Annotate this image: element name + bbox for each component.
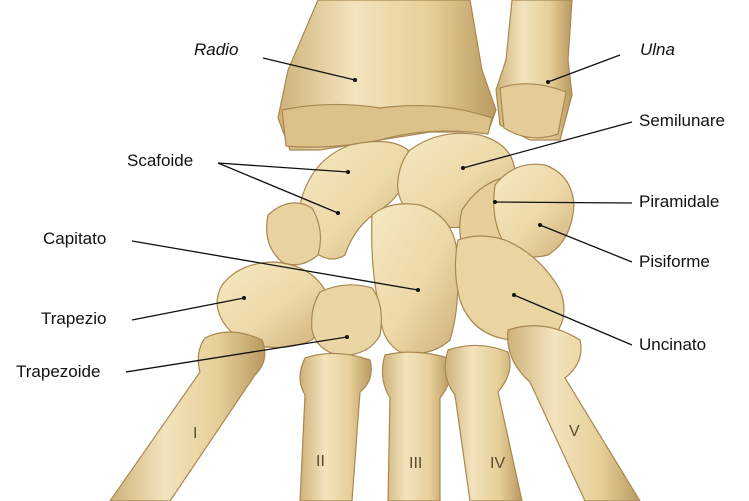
metacarpal-numeral-4: IV <box>490 455 505 473</box>
metacarpal-4 <box>445 345 522 501</box>
label-radio: Radio <box>194 40 238 60</box>
metacarpal-numeral-1: I <box>193 425 197 443</box>
metacarpal-1 <box>110 332 265 501</box>
metacarpal-numeral-5: V <box>569 423 580 441</box>
label-scafoide: Scafoide <box>127 151 193 171</box>
metacarpal-numeral-2: II <box>316 453 325 471</box>
capitate-bone <box>372 204 458 354</box>
trapezoid-bone <box>312 285 382 356</box>
label-piramidale: Piramidale <box>639 192 719 212</box>
label-pisiforme: Pisiforme <box>639 252 710 272</box>
label-trapezoide: Trapezoide <box>16 362 100 382</box>
label-trapezio: Trapezio <box>41 309 107 329</box>
metacarpal-numeral-3: III <box>409 455 422 473</box>
label-uncinato: Uncinato <box>639 335 706 355</box>
scaphoid-tubercle <box>267 203 321 265</box>
radius-bone <box>278 0 496 150</box>
ulna-bone <box>496 0 572 140</box>
label-semilunare: Semilunare <box>639 111 725 131</box>
label-ulna: Ulna <box>640 40 675 60</box>
metacarpal-5 <box>508 326 640 501</box>
metacarpal-bones <box>110 326 640 501</box>
metacarpal-3 <box>382 352 450 501</box>
label-capitato: Capitato <box>43 229 106 249</box>
metacarpal-2 <box>300 353 371 501</box>
